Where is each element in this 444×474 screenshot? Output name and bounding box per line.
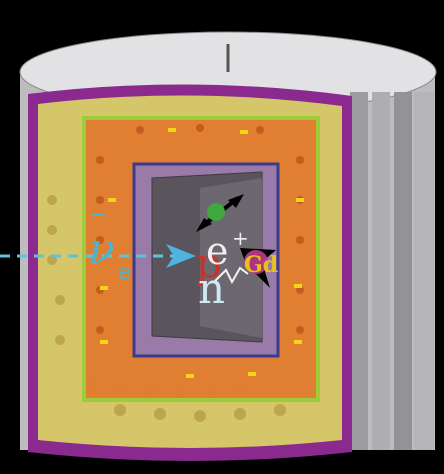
antineutrino-bar: [91, 214, 105, 216]
neutrino-subscript: e: [118, 262, 131, 284]
annihilation-point: [207, 203, 225, 221]
gd-label: Gd: [244, 254, 278, 276]
neutrino-symbol: ν: [88, 228, 115, 272]
neutron-label: n: [198, 268, 225, 310]
positron-charge: +: [232, 228, 249, 248]
